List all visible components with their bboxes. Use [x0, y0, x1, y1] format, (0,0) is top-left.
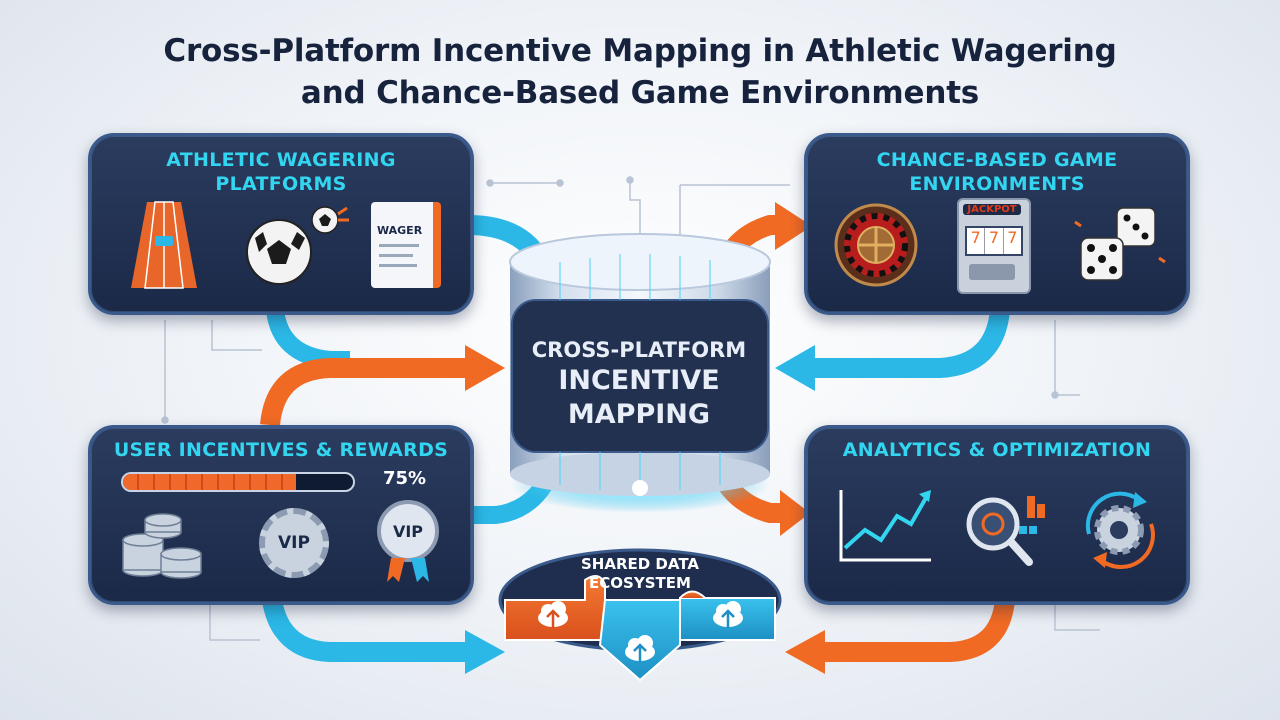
panel-analytics-title: Analytics & Optimization [842, 439, 1152, 461]
arrow-orange-analytics-to-shared [785, 598, 1015, 674]
coin-stack-icon [122, 513, 202, 579]
panel-user-incentives: User Incentives & Rewards 75% VIP VIP [88, 425, 474, 605]
slot-machine-icon: JACKPOT 7 7 7 [957, 198, 1031, 294]
dice-icon [1074, 207, 1166, 281]
reward-progress-fill [123, 474, 296, 490]
panel-analytics: Analytics & Optimization [804, 425, 1190, 605]
jackpot-label: JACKPOT [963, 204, 1021, 215]
wager-slip-icon: WAGER [371, 202, 441, 288]
panel-chance-title: Chance-Based Game Environments [876, 149, 1118, 195]
diagram-title: Cross-Platform Incentive Mapping in Athl… [0, 30, 1280, 114]
soccer-ball-icon [246, 206, 349, 285]
center-label-line-2: Incentive [558, 365, 720, 396]
medal-ribbon-icon [387, 558, 429, 582]
growth-chart-icon [839, 490, 931, 562]
running-track-icon [131, 201, 197, 289]
shared-label-line-1: Shared Data [580, 555, 699, 573]
center-label-line-3: Mapping [567, 399, 711, 430]
shared-data-label: Shared Data Ecosystem [530, 555, 750, 593]
reward-progress-label: 75% [383, 468, 427, 489]
center-hub [509, 233, 771, 513]
title-line-2: and Chance-Based Game Environments [300, 75, 980, 111]
arrow-cyan-chance-to-center [775, 308, 1010, 391]
circuit-traces [161, 176, 1100, 641]
roulette-wheel-icon [834, 203, 918, 287]
panel-athletic-title: Athletic Wagering Platforms [166, 149, 396, 195]
vip-gear-label: VIP [278, 533, 310, 553]
vip-gear-icon: VIP [259, 508, 329, 578]
vip-medal-icon: VIP [377, 500, 439, 562]
arrow-cyan-to-shared [262, 598, 505, 674]
shared-label-line-2: Ecosystem [589, 574, 691, 592]
panel-chance-games: Chance-Based Game Environments JACKPOT 7… [804, 133, 1190, 315]
vip-medal-label: VIP [392, 521, 424, 541]
gear-cycle-icon [1085, 491, 1155, 569]
arrow-orange-to-center [260, 345, 505, 427]
center-hub-label: Cross-Platform Incentive Mapping [508, 336, 770, 432]
title-line-1: Cross-Platform Incentive Mapping in Athl… [163, 33, 1117, 69]
center-label-line-1: Cross-Platform [531, 338, 747, 362]
wager-slip-label: WAGER [377, 224, 423, 237]
panel-athletic-wagering: Athletic Wagering Platforms WAGER [88, 133, 474, 315]
panel-incentives-title: User Incentives & Rewards [113, 439, 449, 461]
reward-progress-bar [121, 472, 355, 492]
arrow-cyan-athletic-down [266, 308, 350, 369]
magnifier-icon [966, 496, 1045, 566]
